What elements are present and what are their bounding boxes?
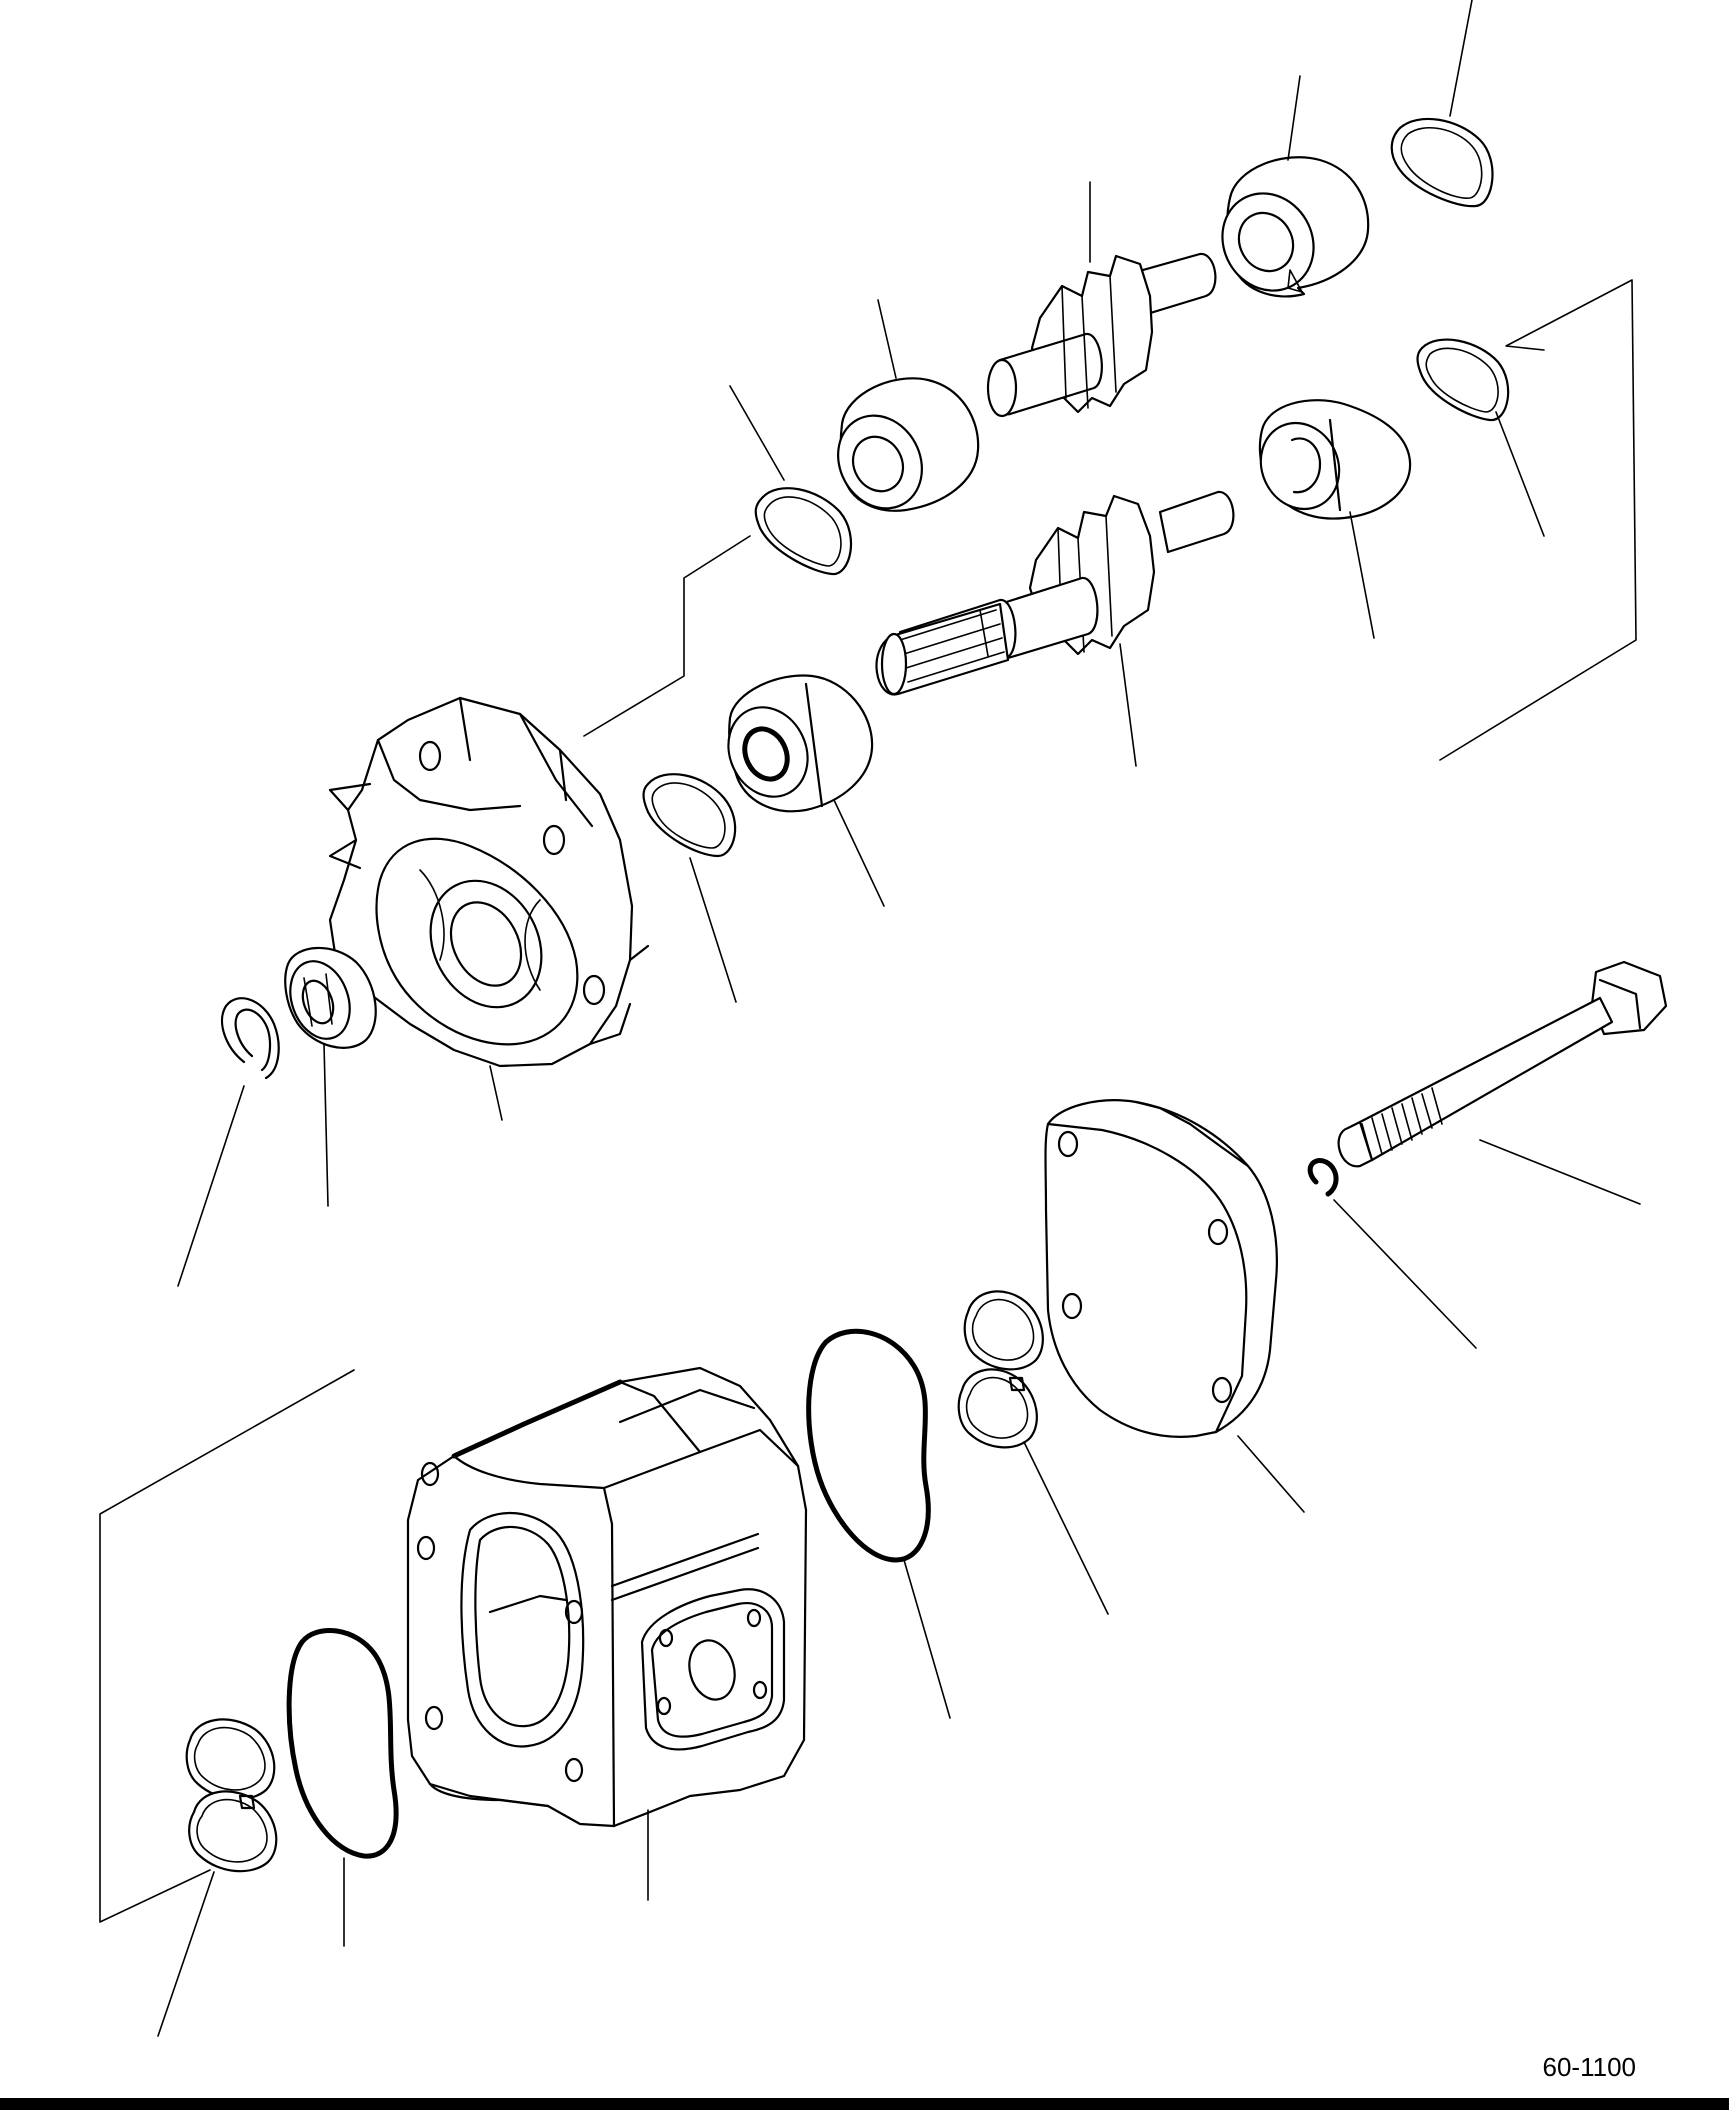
- pump-housing: [406, 1366, 808, 1828]
- rear-cover-plate: [1044, 1099, 1278, 1438]
- figure-number: 60-1100: [1543, 2052, 1637, 2082]
- seal-ring-upper-left: [754, 487, 853, 576]
- figure-eight-seal-right: [957, 1290, 1044, 1449]
- bushing-top-right: [1221, 156, 1370, 298]
- snap-ring: [221, 997, 280, 1080]
- bushing-upper-left: [837, 377, 980, 512]
- page-bottom-rule: [0, 2098, 1729, 2110]
- o-ring-left: [286, 1628, 399, 1859]
- o-ring-right: [806, 1328, 931, 1563]
- oil-seal: [284, 946, 377, 1049]
- seal-ring-top-right: [1390, 117, 1494, 208]
- washer: [1307, 1158, 1339, 1197]
- driven-gear-shaft: [986, 252, 1217, 418]
- figure-eight-seal-left: [185, 1718, 278, 1873]
- seal-ring-middle-right: [1416, 338, 1510, 422]
- drive-gear-shaft-splined: [875, 490, 1235, 696]
- bushing-middle-right: [1258, 399, 1412, 520]
- through-bolt: [1337, 960, 1668, 1168]
- seal-ring-lower-left: [642, 773, 737, 858]
- bushing-lower-left: [727, 674, 874, 813]
- leader-lines: [99, 0, 1641, 2037]
- front-flange-cover: [328, 696, 650, 1068]
